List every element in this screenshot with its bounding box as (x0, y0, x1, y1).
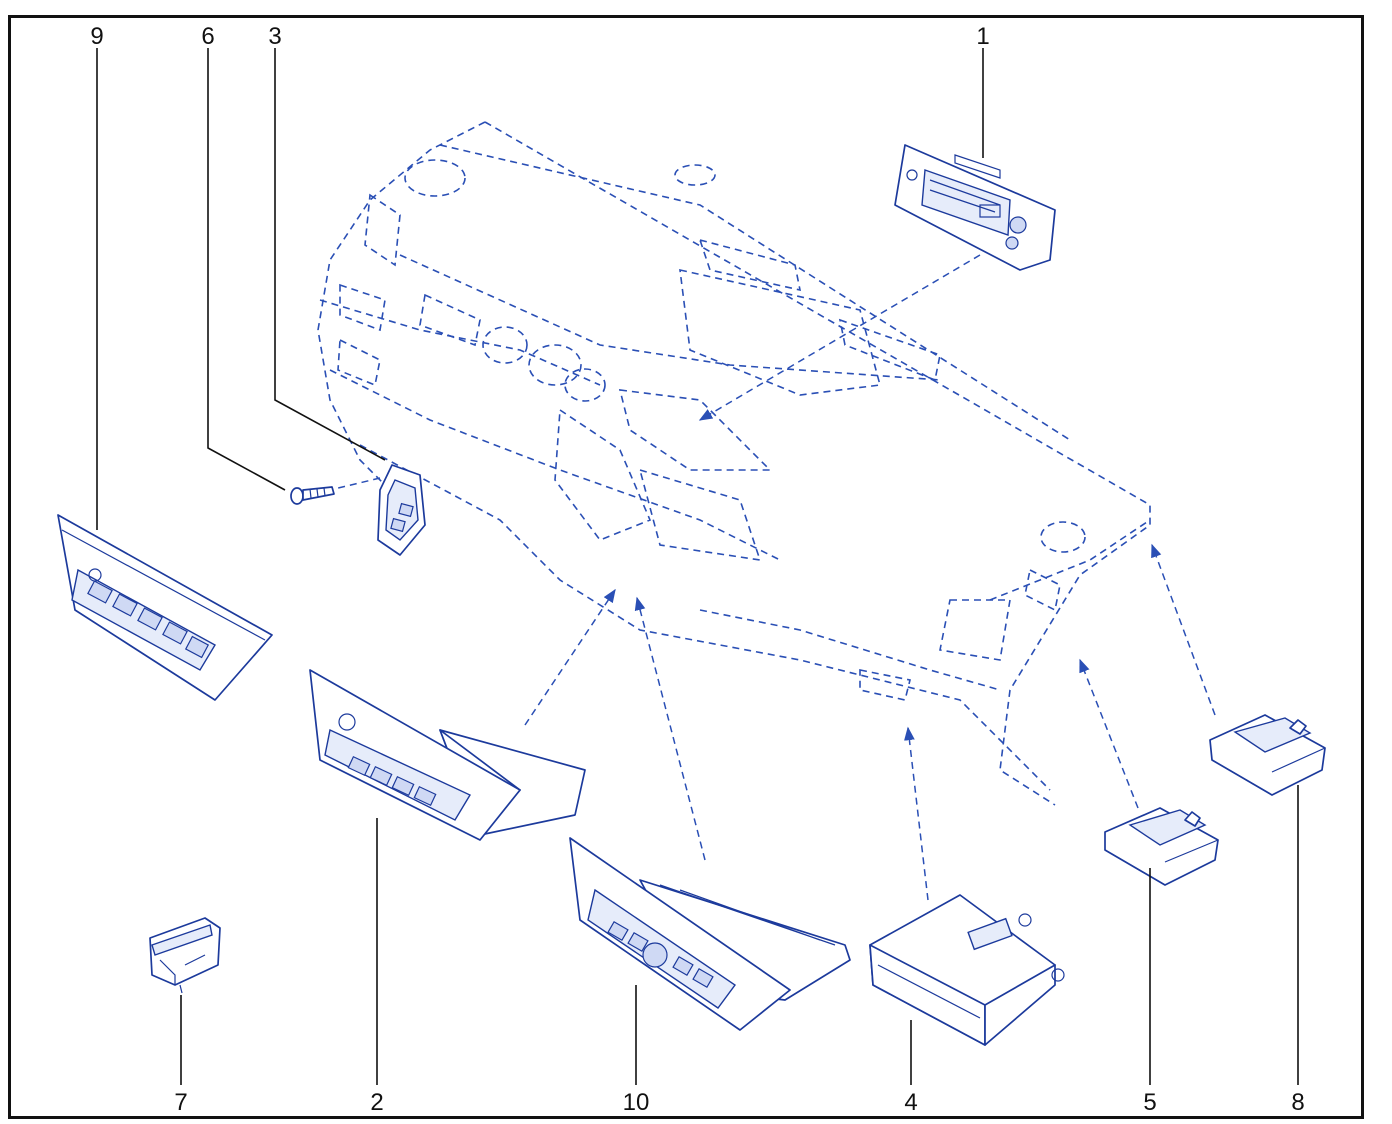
radio-buttons (347, 755, 437, 807)
part-7-connector (149, 917, 221, 994)
leader-lines (96, 48, 1299, 1085)
part-6-screw (290, 486, 335, 505)
dashboard-outline (317, 121, 1151, 806)
part-3-switch-unit (377, 464, 426, 556)
part-9-faceplate (57, 514, 273, 701)
part-4-cd-player (869, 894, 1065, 1046)
part-5-control-module (1104, 807, 1219, 886)
part-1-display-unit (894, 144, 1056, 271)
callout-labels: 9 6 3 1 7 2 10 4 5 8 (90, 23, 1304, 1116)
callout-9: 9 (90, 23, 103, 50)
callout-7: 7 (174, 1089, 187, 1116)
cd-radio-buttons (607, 920, 714, 989)
installation-arrows (329, 254, 1216, 901)
part-8-control-module (1209, 714, 1326, 796)
callout-6: 6 (201, 23, 214, 50)
callout-10: 10 (623, 1089, 650, 1116)
callout-2: 2 (370, 1089, 383, 1116)
callout-5: 5 (1143, 1089, 1156, 1116)
part-2-radio-unit (309, 669, 586, 841)
callout-1: 1 (976, 23, 989, 50)
callout-3: 3 (268, 23, 281, 50)
part-10-cd-radio (569, 837, 851, 1031)
faceplate-buttons (87, 580, 210, 659)
callout-4: 4 (904, 1089, 917, 1116)
callout-8: 8 (1291, 1089, 1304, 1116)
